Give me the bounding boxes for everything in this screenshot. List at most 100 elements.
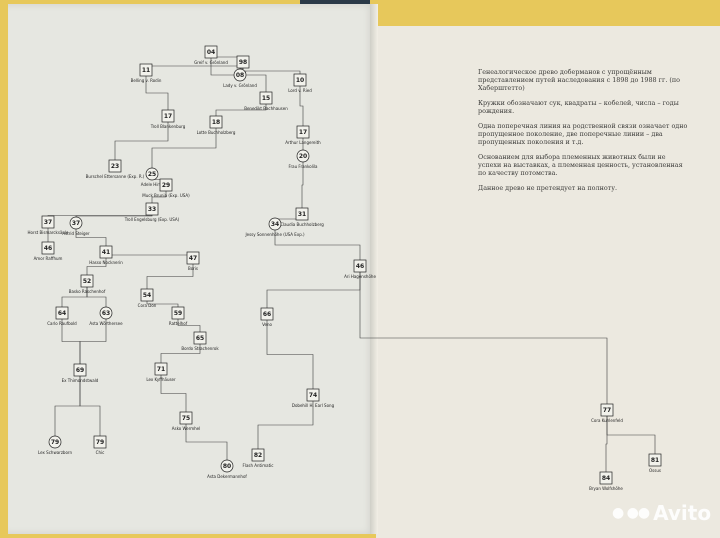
dog-square — [145, 202, 159, 216]
dog-square — [193, 331, 207, 345]
node-year: 74 — [309, 392, 317, 399]
bitch-circle — [99, 306, 113, 320]
node-year: 59 — [174, 310, 182, 317]
dog-square — [251, 448, 265, 462]
lineage-line — [359, 266, 608, 410]
dog-square — [236, 55, 250, 69]
node-name: Hasso Nocknerin — [89, 260, 123, 265]
dog-square — [99, 245, 113, 259]
node-name: Bordo Strachenrok — [181, 346, 219, 351]
dog-square — [204, 45, 218, 59]
dog-square — [186, 251, 200, 265]
right-page — [376, 26, 720, 538]
node-year: 98 — [239, 59, 247, 66]
lineage-line — [299, 80, 304, 132]
node-year: 37 — [44, 219, 52, 226]
lineage-line — [146, 258, 194, 295]
lineage-line — [160, 369, 187, 418]
bitch-circle — [145, 167, 159, 181]
node-name: Bryan Wolfshöhe — [589, 486, 623, 491]
lineage-line — [257, 395, 314, 455]
node-year: 18 — [212, 119, 220, 126]
node-year: 08 — [236, 72, 244, 79]
caption-paragraph-lines: Одна поперечная линия на родственной свя… — [478, 122, 688, 146]
avito-watermark: ● ●● Avito — [612, 500, 711, 526]
node-name: Greif v. Grönland — [194, 60, 228, 65]
node-name: Claudia Buchholzberg — [280, 222, 324, 227]
node-year: 64 — [58, 310, 66, 317]
node-name: Astrid Steiger — [62, 231, 90, 236]
dog-square — [73, 363, 87, 377]
dog-square — [599, 471, 613, 485]
lineage-line — [105, 252, 194, 258]
left-page — [8, 4, 376, 534]
node-name: Ari Hagenshöhe — [344, 274, 376, 279]
node-year: 37 — [72, 220, 80, 227]
dog-square — [296, 125, 310, 139]
lineage-line — [301, 156, 304, 214]
node-name: Flash Antimatic — [243, 463, 274, 468]
node-year: 75 — [182, 415, 190, 422]
lineage-line — [242, 62, 301, 80]
dog-square — [154, 362, 168, 376]
caption-title: Генеалогическое древо доберманов с упрощ… — [478, 68, 680, 92]
node-year: 54 — [143, 292, 151, 299]
node-year: 04 — [207, 49, 215, 56]
dog-square — [139, 63, 153, 77]
node-name: Ex Thimondstwald — [62, 378, 99, 383]
node-year: 17 — [164, 113, 172, 120]
node-name: Adele Hirth — [141, 182, 164, 187]
node-year: 79 — [51, 439, 59, 446]
caption-text: Генеалогическое древо доберманов с упрощ… — [478, 68, 690, 199]
node-name: Frau Frankolila — [289, 164, 319, 169]
dog-square — [259, 91, 273, 105]
node-year: 81 — [651, 457, 659, 464]
lineage-line — [86, 281, 107, 313]
node-year: 15 — [262, 95, 270, 102]
node-name: Chic — [96, 450, 105, 455]
dog-square — [41, 241, 55, 255]
node-name: Troll Engelsburg (Exp. USA) — [124, 217, 180, 222]
node-year: 84 — [602, 475, 610, 482]
lineage-line — [75, 223, 107, 252]
node-year: 20 — [299, 153, 307, 160]
node-name: Basko Raschenhof — [69, 289, 106, 294]
node-name: Amor Raffhum — [34, 256, 63, 261]
node-name: Asta Wörthersee — [89, 321, 123, 326]
dog-square — [171, 306, 185, 320]
node-name: Horst Bismarcksäule — [27, 230, 69, 235]
node-year: 77 — [603, 407, 611, 414]
dog-square — [648, 453, 662, 467]
node-year: 66 — [263, 311, 271, 318]
node-year: 17 — [299, 129, 307, 136]
node-year: 29 — [162, 182, 170, 189]
node-year: 79 — [96, 439, 104, 446]
dog-square — [295, 207, 309, 221]
lineage-line — [606, 410, 656, 460]
node-name: Lady v. Grönland — [223, 83, 257, 88]
node-year: 71 — [157, 366, 165, 373]
node-year: 33 — [148, 206, 156, 213]
node-name: Arthur Langereith — [285, 140, 321, 145]
caption-paragraph-completeness: Данное древо не претендует на полноту. — [478, 184, 617, 192]
node-year: 52 — [83, 278, 91, 285]
node-name: Benedikt Bachhausen — [244, 106, 288, 111]
